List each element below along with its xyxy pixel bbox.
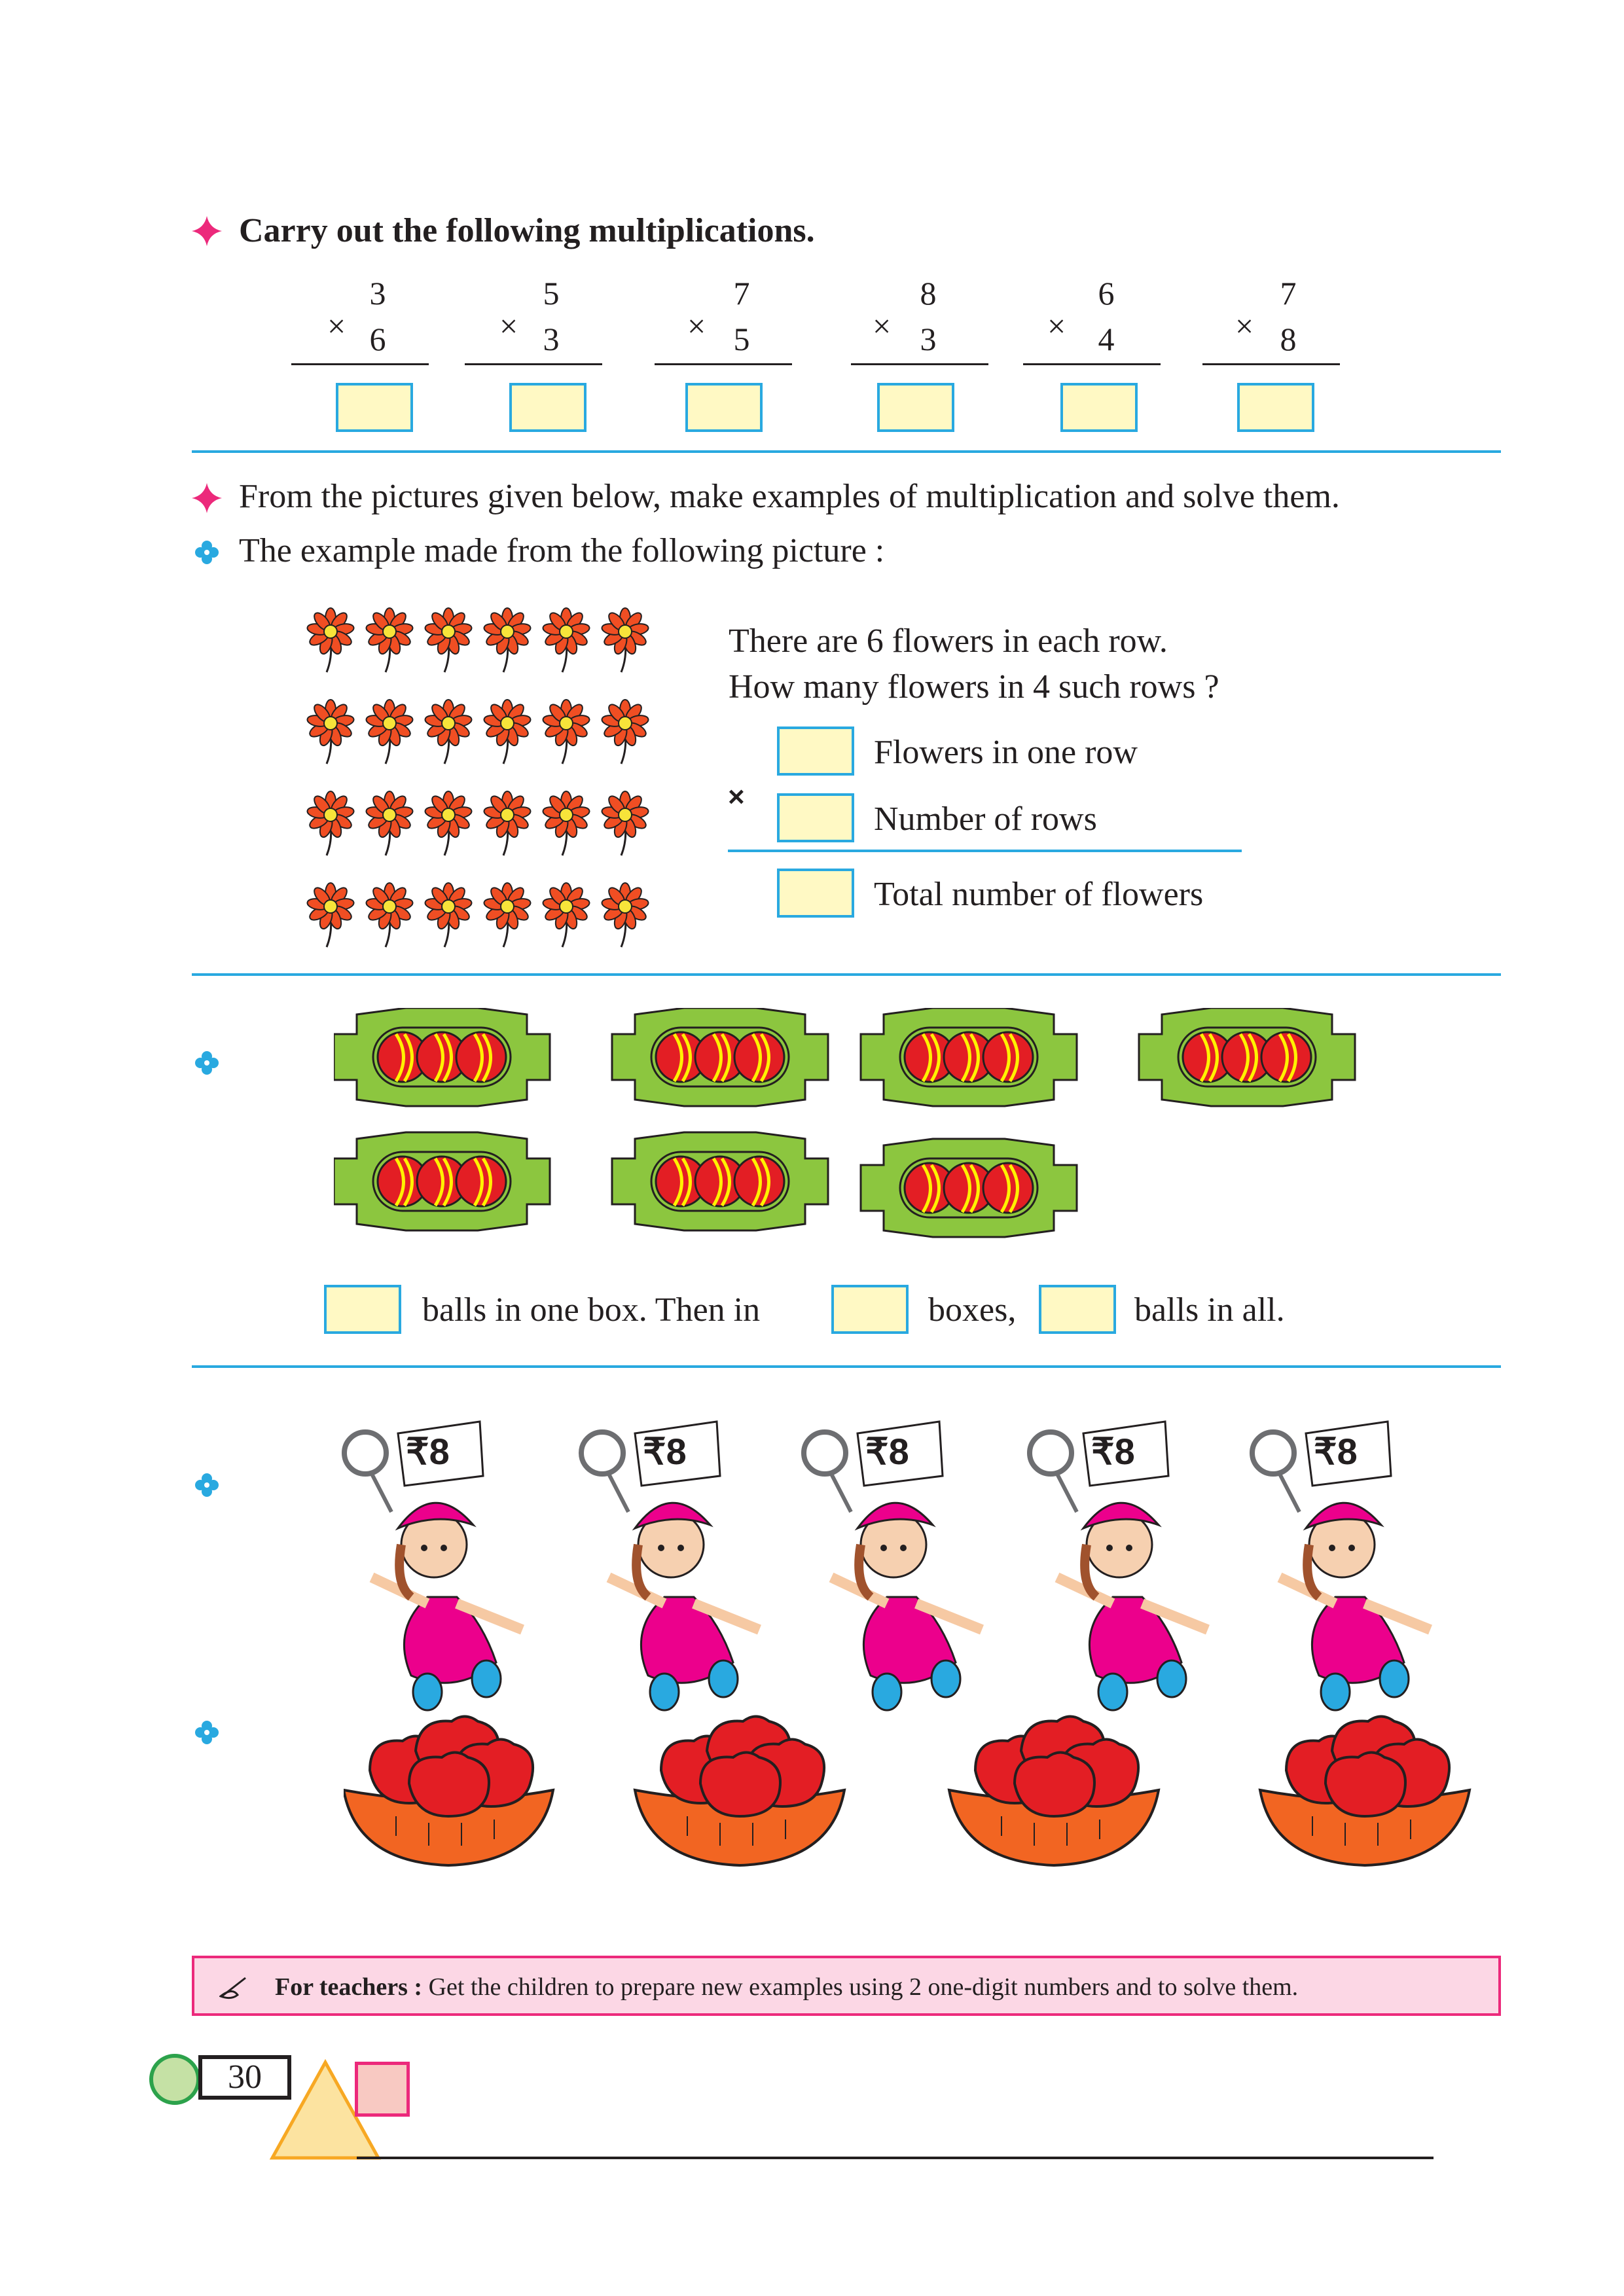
blue-clover-icon <box>195 541 219 564</box>
sum-line <box>1023 363 1161 365</box>
sum-line <box>1202 363 1340 365</box>
times-sign: × <box>687 308 706 344</box>
top-number: 8 <box>920 275 937 312</box>
total-balls-box[interactable] <box>1039 1285 1116 1334</box>
blue-clover-icon <box>195 1473 219 1497</box>
bottom-number: 8 <box>1280 321 1297 357</box>
price-tag: ₹8 <box>406 1431 450 1472</box>
times-sign: × <box>327 308 346 344</box>
teacher-note-body: Get the children to prepare new examples… <box>428 1973 1299 2001</box>
blue-clover-icon <box>195 1721 219 1744</box>
answer-box[interactable] <box>877 383 954 432</box>
balls-text-2: boxes, <box>928 1291 1017 1329</box>
answer-box[interactable] <box>685 383 763 432</box>
times-sign: × <box>728 781 745 813</box>
price-tag: ₹8 <box>643 1431 687 1472</box>
bottom-number: 3 <box>543 321 560 357</box>
answer-box[interactable] <box>1237 383 1314 432</box>
blue-clover-icon <box>195 1051 219 1075</box>
bottom-number: 4 <box>1098 321 1115 357</box>
yellow-triangle-shape <box>269 2058 382 2160</box>
price-tag: ₹8 <box>865 1431 909 1472</box>
times-sign: × <box>873 308 892 344</box>
bottom-number: 6 <box>369 321 386 357</box>
section-divider <box>192 973 1501 976</box>
top-number: 3 <box>369 275 386 312</box>
balls-per-box-box[interactable] <box>324 1285 401 1334</box>
pink-square-shape <box>355 2062 410 2117</box>
price-tag: ₹8 <box>1091 1431 1135 1472</box>
answer-box[interactable] <box>336 383 413 432</box>
question-line-1: There are 6 flowers in each row. <box>729 622 1168 660</box>
section1-title: Carry out the following multiplications. <box>239 212 815 249</box>
top-number: 5 <box>543 275 560 312</box>
writing-hand-icon <box>219 1977 246 2000</box>
teacher-note: For teachers : Get the children to prepa… <box>192 1956 1501 2016</box>
bottom-number: 3 <box>920 321 937 357</box>
total-flowers-label: Total number of flowers <box>874 876 1204 913</box>
number-of-rows-label: Number of rows <box>874 800 1097 838</box>
times-sign: × <box>1047 308 1066 344</box>
bottom-number: 5 <box>733 321 750 357</box>
teacher-note-label: For teachers : <box>275 1973 423 2001</box>
question-line-2: How many flowers in 4 such rows ? <box>729 668 1219 706</box>
sum-line <box>291 363 429 365</box>
section-divider <box>192 1365 1501 1368</box>
number-of-rows-box[interactable] <box>777 793 854 842</box>
total-flowers-box[interactable] <box>777 869 854 918</box>
flowers-per-row-label: Flowers in one row <box>874 734 1138 771</box>
balls-text-1: balls in one box. Then in <box>422 1291 761 1329</box>
sum-line <box>655 363 792 365</box>
section2-subtitle: The example made from the following pict… <box>239 532 885 569</box>
top-number: 7 <box>1280 275 1297 312</box>
sum-line <box>851 363 988 365</box>
ball-boxes-picture <box>334 1008 1381 1250</box>
pink-star-icon <box>192 483 222 513</box>
answer-box[interactable] <box>509 383 586 432</box>
flowers-per-row-box[interactable] <box>777 726 854 776</box>
answer-box[interactable] <box>1060 383 1138 432</box>
balls-text-3: balls in all. <box>1134 1291 1285 1329</box>
section2-title: From the pictures given below, make exam… <box>239 478 1340 515</box>
price-tag: ₹8 <box>1314 1431 1358 1472</box>
page-number: 30 <box>198 2055 291 2100</box>
number-of-boxes-box[interactable] <box>831 1285 909 1334</box>
apple-baskets-picture <box>344 1715 1471 1867</box>
times-sign: × <box>499 308 518 344</box>
top-number: 7 <box>733 275 750 312</box>
section-divider <box>192 450 1501 453</box>
flowers-picture <box>305 607 651 948</box>
times-sign: × <box>1235 308 1254 344</box>
teacher-note-text: For teachers : Get the children to prepa… <box>275 1973 1298 2001</box>
sum-line <box>728 850 1242 852</box>
sum-line <box>465 363 602 365</box>
footer-line <box>357 2157 1434 2159</box>
green-circle-shape <box>149 2054 200 2105</box>
pink-star-icon <box>192 216 222 246</box>
top-number: 6 <box>1098 275 1115 312</box>
